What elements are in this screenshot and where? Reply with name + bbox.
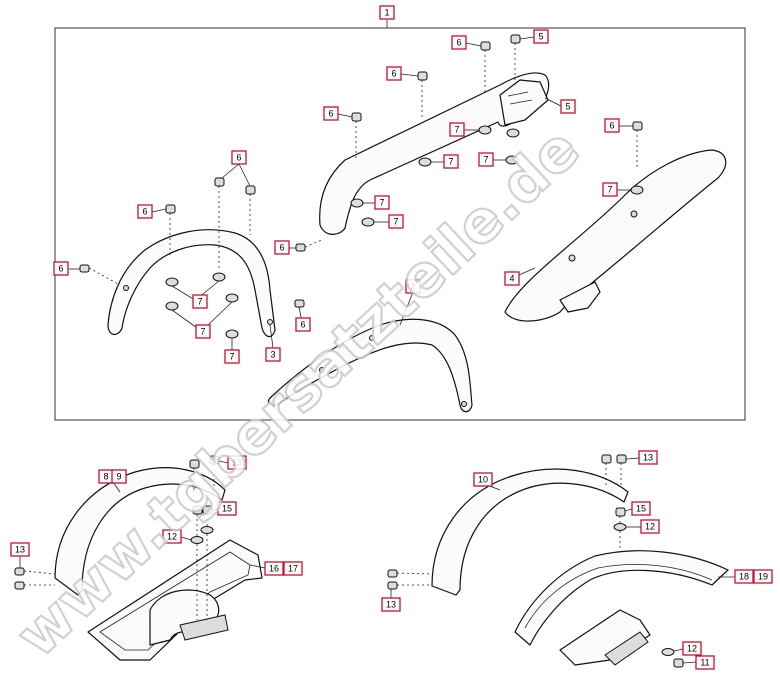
callout-7c: 7 [443, 154, 459, 169]
callout-13c: 13 [638, 450, 658, 465]
svg-text:12: 12 [167, 532, 177, 542]
callout-7b: 7 [478, 152, 494, 167]
svg-text:7: 7 [379, 198, 384, 208]
callout-12a: 12 [162, 529, 182, 544]
svg-text:5: 5 [538, 32, 543, 42]
callout-7g: 7 [192, 294, 208, 309]
callout-5b: 5 [560, 99, 576, 114]
svg-text:13: 13 [232, 458, 242, 468]
callout-9: 9 [111, 469, 127, 484]
callout-6g: 6 [53, 261, 69, 276]
assembly-frame [54, 27, 746, 421]
callout-5a: 5 [533, 29, 549, 44]
svg-text:6: 6 [236, 153, 241, 163]
part-front-bracket [107, 229, 276, 338]
callout-6i: 6 [295, 317, 311, 332]
svg-text:6: 6 [456, 38, 461, 48]
callout-15a: 15 [217, 501, 237, 516]
part-rear-mudguard-left [54, 467, 226, 596]
part-tail-rail [319, 72, 550, 235]
svg-text:7: 7 [393, 217, 398, 227]
callout-7e: 7 [388, 214, 404, 229]
svg-text:18: 18 [739, 572, 749, 582]
svg-text:6: 6 [391, 69, 396, 79]
callout-13b: 13 [10, 542, 30, 557]
part-center-guard [267, 318, 473, 413]
svg-text:4: 4 [509, 274, 514, 284]
callout-6c: 6 [323, 106, 339, 121]
callout-18: 18 [734, 569, 754, 584]
svg-text:7: 7 [229, 352, 234, 362]
svg-text:6: 6 [279, 243, 284, 253]
svg-text:10: 10 [478, 475, 488, 485]
callout-10: 10 [473, 472, 493, 487]
part-liner-right [514, 550, 729, 666]
watermark-text: www.tgbersatzteile.de [3, 114, 592, 670]
callout-6f: 6 [137, 204, 153, 219]
svg-text:2: 2 [410, 282, 415, 292]
svg-text:7: 7 [607, 185, 612, 195]
callout-2: 2 [405, 279, 421, 294]
svg-text:15: 15 [222, 504, 232, 514]
svg-text:12: 12 [687, 644, 697, 654]
callout-7h: 7 [195, 324, 211, 339]
left-guard-hardware [14, 455, 220, 620]
callout-13a: 13 [227, 455, 247, 470]
callout-6h: 6 [274, 240, 290, 255]
svg-text:6: 6 [142, 207, 147, 217]
svg-text:7: 7 [483, 155, 488, 165]
callout-7a: 7 [449, 122, 465, 137]
callout-6e: 6 [231, 150, 247, 165]
svg-text:8: 8 [103, 472, 108, 482]
callout-4: 4 [504, 271, 520, 286]
callout-6a: 6 [451, 35, 467, 50]
svg-text:7: 7 [200, 327, 205, 337]
callout-3: 3 [265, 347, 281, 362]
callout-12c: 12 [682, 641, 702, 656]
svg-text:13: 13 [15, 545, 25, 555]
svg-text:5: 5 [565, 102, 570, 112]
callout-16: 16 [264, 561, 284, 576]
svg-text:6: 6 [300, 320, 305, 330]
callout-19: 19 [753, 569, 773, 584]
part-liner-left [87, 539, 263, 661]
callout-7i: 7 [224, 349, 240, 364]
svg-text:13: 13 [643, 453, 653, 463]
callout-1: 1 [379, 5, 395, 20]
callout-11: 11 [695, 655, 715, 670]
callout-6b: 6 [386, 66, 402, 81]
callout-13d: 13 [381, 597, 401, 612]
svg-text:7: 7 [454, 125, 459, 135]
svg-text:3: 3 [270, 350, 275, 360]
rail-hardware [295, 34, 521, 252]
svg-text:12: 12 [645, 522, 655, 532]
callout-7d: 7 [374, 195, 390, 210]
part-side-cover [504, 121, 727, 322]
callout-12b: 12 [640, 519, 660, 534]
callout-6d: 6 [604, 118, 620, 133]
svg-text:6: 6 [328, 109, 333, 119]
svg-text:17: 17 [288, 564, 298, 574]
callout-7f: 7 [602, 182, 618, 197]
svg-text:9: 9 [116, 472, 121, 482]
svg-text:16: 16 [269, 564, 279, 574]
svg-text:6: 6 [609, 121, 614, 131]
svg-text:6: 6 [58, 264, 63, 274]
bracket-hardware [79, 177, 305, 339]
callout-8: 8 [98, 469, 114, 484]
svg-text:11: 11 [700, 658, 709, 668]
svg-text:1: 1 [384, 8, 389, 18]
svg-text:7: 7 [448, 157, 453, 167]
svg-text:15: 15 [636, 504, 646, 514]
callout-17: 17 [283, 561, 303, 576]
part-rear-mudguard-right [431, 468, 629, 596]
svg-text:19: 19 [758, 572, 768, 582]
svg-text:13: 13 [386, 600, 396, 610]
leader-lines [19, 36, 735, 664]
svg-text:7: 7 [197, 297, 202, 307]
callout-15b: 15 [631, 501, 651, 516]
